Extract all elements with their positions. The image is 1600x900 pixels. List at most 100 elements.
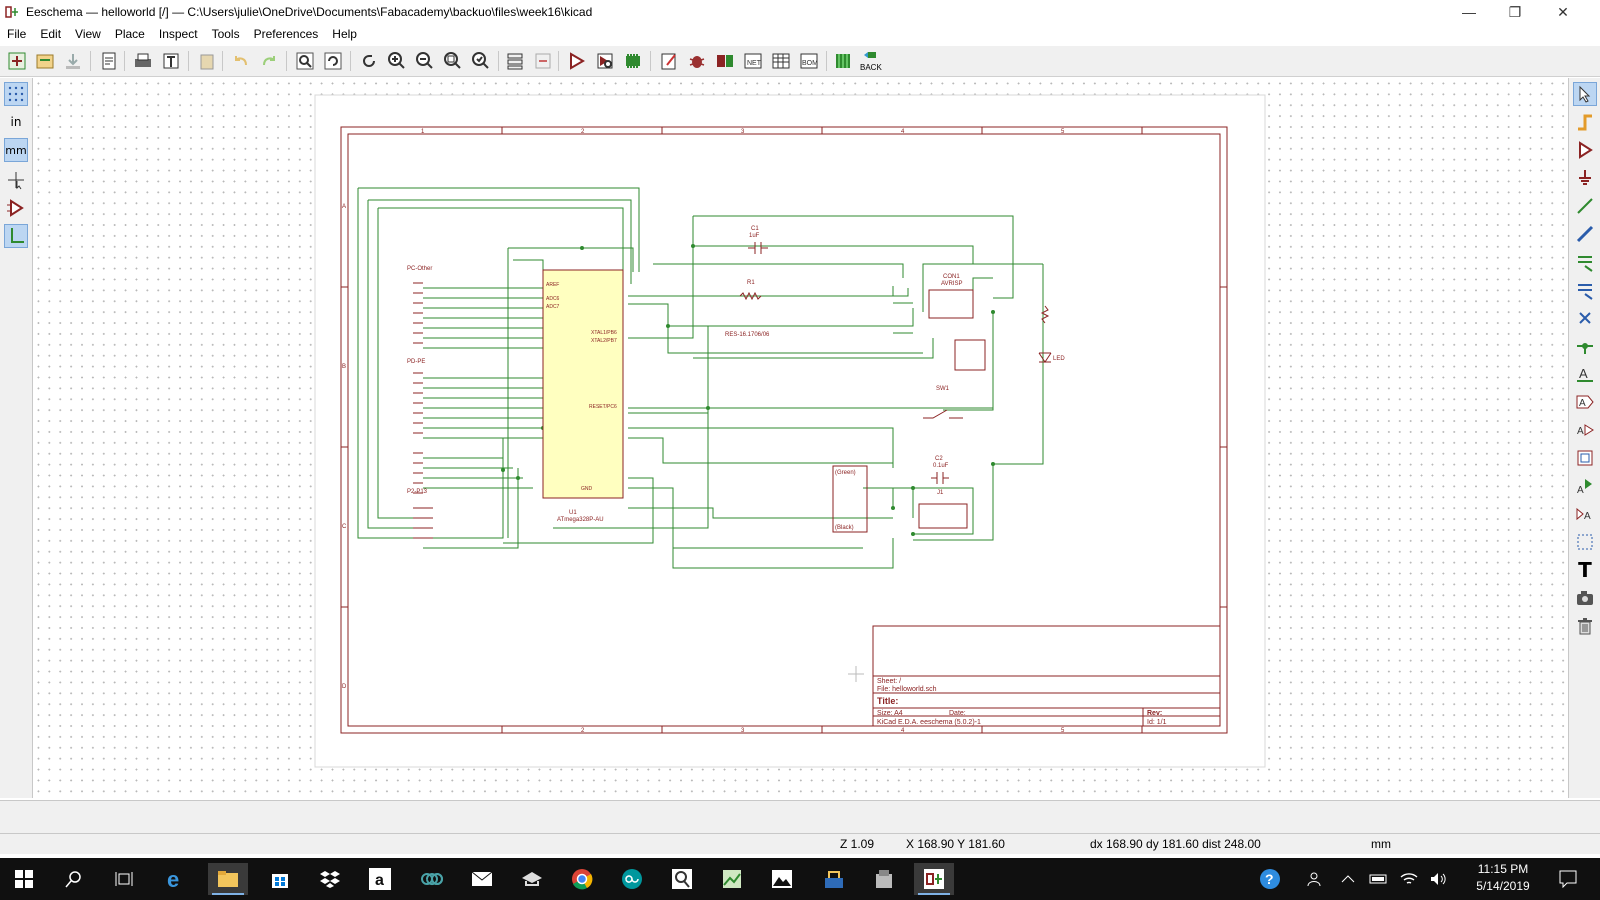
ftdi-header[interactable]: (Green) (Black) (832, 465, 868, 533)
chrome-icon[interactable] (562, 863, 602, 895)
photos-icon[interactable] (762, 863, 802, 895)
menu-edit[interactable]: Edit (40, 27, 62, 41)
start-windows-icon[interactable] (4, 863, 44, 895)
symbol-editor-icon[interactable] (566, 50, 588, 72)
pinheader-j1[interactable]: J1 (918, 490, 968, 529)
mm-units-button[interactable]: mm (4, 138, 28, 162)
arduino-create-icon[interactable] (612, 863, 652, 895)
battery-icon[interactable] (1366, 863, 1392, 895)
show-hidden-icons-icon[interactable] (1336, 863, 1360, 895)
page-settings-icon[interactable] (98, 50, 120, 72)
hierarchy-navigator-icon[interactable] (504, 50, 526, 72)
refresh-icon[interactable] (358, 50, 380, 72)
resonator-symbol[interactable] (954, 339, 986, 371)
wire-angle-icon[interactable] (4, 224, 28, 248)
zoom-fit-icon[interactable] (442, 50, 464, 72)
graphic-lines-icon[interactable] (1573, 530, 1597, 554)
place-symbol-icon[interactable] (1573, 138, 1597, 162)
search-icon[interactable] (54, 863, 94, 895)
pcbnew-icon[interactable] (832, 50, 854, 72)
menu-preferences[interactable]: Preferences (253, 27, 319, 41)
store-icon[interactable] (260, 863, 300, 895)
bom-icon[interactable]: BOM (798, 50, 820, 72)
delete-icon[interactable] (1573, 614, 1597, 638)
task-view-icon[interactable] (104, 863, 144, 895)
installer-icon[interactable] (864, 863, 904, 895)
cursor-shape-icon[interactable] (4, 168, 28, 192)
inch-units-button[interactable]: in (10, 115, 22, 129)
minimize-button[interactable]: — (1462, 4, 1476, 20)
netlist-icon[interactable]: NET (742, 50, 764, 72)
volume-icon[interactable] (1426, 863, 1452, 895)
help-tray-icon[interactable]: ? (1250, 863, 1290, 895)
switch-sw1[interactable]: SW1 (923, 386, 963, 419)
file-explorer-icon[interactable] (208, 863, 248, 895)
plot-icon[interactable] (160, 50, 182, 72)
net-label-icon[interactable]: A (1573, 362, 1597, 386)
symbol-fields-table-icon[interactable] (770, 50, 792, 72)
symbol-library-browser-icon[interactable] (594, 50, 616, 72)
hidden-pins-icon[interactable] (4, 196, 28, 220)
capacitor-c2[interactable]: C2 0.1uF (931, 456, 949, 484)
zoom-selection-icon[interactable] (470, 50, 492, 72)
select-tool-icon[interactable] (1573, 82, 1597, 106)
taskbar-clock[interactable]: 11:15 PM 5/14/2019 (1468, 861, 1538, 895)
footprint-editor-icon[interactable] (622, 50, 644, 72)
mail-icon[interactable] (462, 863, 502, 895)
image-editor-icon[interactable] (712, 863, 752, 895)
bus-bus-entry-icon[interactable] (1573, 278, 1597, 302)
amazon-icon[interactable]: a (360, 863, 400, 895)
schematic-canvas[interactable]: 1 2 3 4 5 2 3 4 5 A B C D Sheet: / File:… (33, 78, 1567, 798)
zoom-in-icon[interactable] (386, 50, 408, 72)
capacitor-c1[interactable]: C1 1uF (748, 226, 768, 254)
people-icon[interactable] (1296, 863, 1336, 895)
menu-view[interactable]: View (75, 27, 101, 41)
back-annotate-button[interactable]: BACK (858, 50, 886, 72)
network-app-icon[interactable] (814, 863, 854, 895)
print-icon[interactable] (132, 50, 154, 72)
place-power-icon[interactable] (1573, 166, 1597, 190)
hierarchical-sheet-icon[interactable] (1573, 446, 1597, 470)
assign-footprints-icon[interactable] (714, 50, 736, 72)
schematic-setup-icon[interactable] (6, 50, 28, 72)
zoom-out-icon[interactable] (414, 50, 436, 72)
save-icon[interactable] (62, 50, 84, 72)
notifications-icon[interactable] (1548, 863, 1588, 895)
find-replace-icon[interactable] (322, 50, 344, 72)
junction-icon[interactable] (1573, 334, 1597, 358)
menu-file[interactable]: File (7, 27, 27, 41)
hat-app-icon[interactable] (512, 863, 552, 895)
eeschema-taskbar-icon[interactable] (914, 863, 954, 895)
place-bus-icon[interactable] (1573, 222, 1597, 246)
avrisp-connector[interactable]: CON1 AVRISP (928, 274, 974, 319)
undo-icon[interactable] (230, 50, 252, 72)
leave-sheet-icon[interactable] (532, 50, 554, 72)
place-image-icon[interactable] (1573, 586, 1597, 610)
place-text-icon[interactable]: T (1578, 558, 1592, 582)
redo-icon[interactable] (258, 50, 280, 72)
menu-help[interactable]: Help (332, 27, 357, 41)
place-wire-icon[interactable] (1573, 194, 1597, 218)
menu-inspect[interactable]: Inspect (158, 27, 198, 41)
paste-icon[interactable] (196, 50, 218, 72)
led-r2[interactable]: LED (1038, 305, 1065, 363)
sheet-pin-icon[interactable]: A (1573, 502, 1597, 526)
dropbox-icon[interactable] (310, 863, 350, 895)
edge-browser-icon[interactable]: e (156, 863, 196, 895)
resistor-r1[interactable]: R1 (739, 280, 762, 301)
no-connect-icon[interactable] (1573, 306, 1597, 330)
grid-toggle-icon[interactable] (4, 82, 28, 106)
open-project-icon[interactable] (34, 50, 56, 72)
annotate-icon[interactable] (658, 50, 680, 72)
menu-place[interactable]: Place (114, 27, 145, 41)
search-app-icon[interactable] (662, 863, 702, 895)
import-sheet-pin-icon[interactable]: A (1573, 474, 1597, 498)
menu-tools[interactable]: Tools (211, 27, 240, 41)
erc-icon[interactable] (686, 50, 708, 72)
close-button[interactable]: ✕ (1557, 3, 1569, 20)
global-label-icon[interactable]: A (1573, 390, 1597, 414)
restore-button[interactable]: ❐ (1508, 3, 1522, 20)
hierarchical-label-icon[interactable]: A (1573, 418, 1597, 442)
find-icon[interactable] (294, 50, 316, 72)
